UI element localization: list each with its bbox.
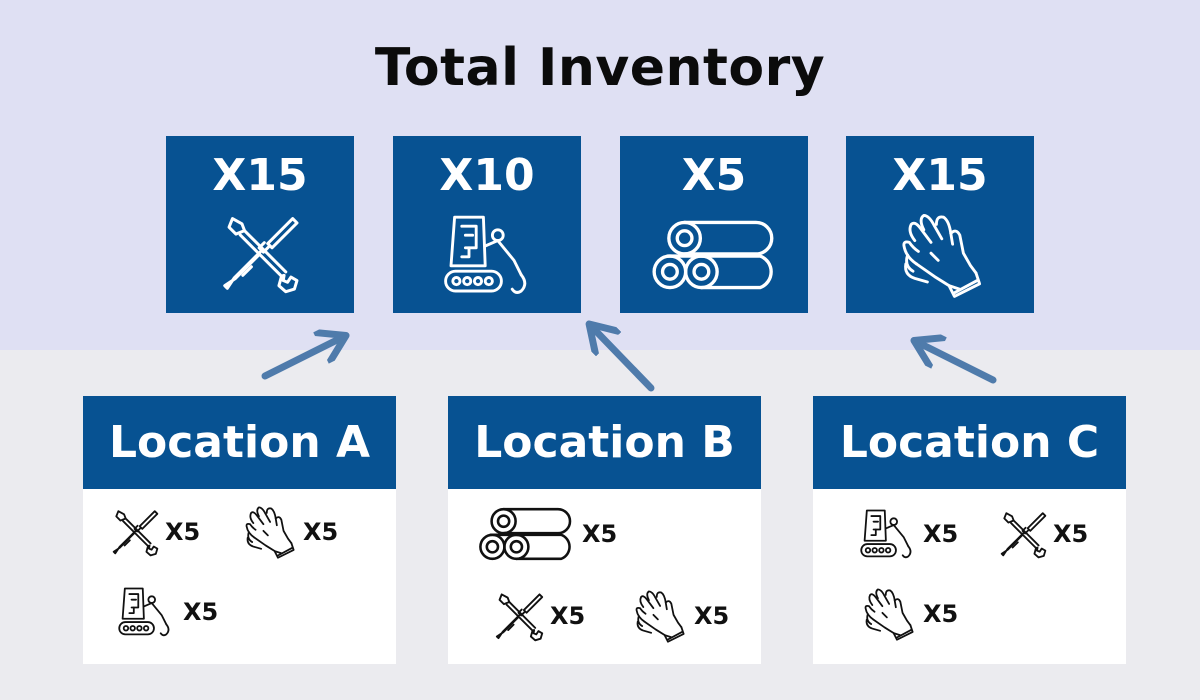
- location-item: X5: [111, 582, 218, 642]
- item-count: X5: [165, 518, 201, 546]
- location-item: X5: [855, 504, 958, 564]
- tools-icon: [997, 508, 1049, 560]
- excavator-icon: [855, 506, 919, 562]
- location-item: X5: [628, 586, 729, 646]
- arrow-b: [593, 328, 655, 392]
- item-count: X5: [694, 602, 730, 630]
- arrow-a: [261, 338, 341, 380]
- total-tile-pipes: X5: [620, 136, 808, 313]
- item-count: X5: [303, 518, 339, 546]
- location-item: X5: [478, 504, 617, 564]
- location-item: X5: [997, 504, 1088, 564]
- item-count: X5: [1053, 520, 1089, 548]
- total-tile-tools: X15: [166, 136, 354, 313]
- page-title: Total Inventory: [374, 38, 826, 98]
- item-count: X5: [582, 520, 618, 548]
- location-item: X5: [492, 586, 585, 646]
- total-count: X15: [892, 150, 988, 201]
- item-count: X5: [550, 602, 586, 630]
- location-item: X5: [857, 584, 958, 644]
- total-tile-gloves: X15: [846, 136, 1034, 313]
- total-count: X10: [439, 150, 535, 201]
- total-count: X15: [212, 150, 308, 201]
- item-count: X5: [183, 598, 219, 626]
- excavator-icon: [111, 584, 179, 640]
- gloves-icon: [857, 586, 919, 642]
- tools-icon: [109, 506, 161, 558]
- location-item: X5: [109, 502, 200, 562]
- location-card-b: Location B X5 X5 X5: [448, 396, 761, 664]
- total-count: X5: [681, 150, 747, 201]
- item-count: X5: [923, 600, 959, 628]
- gloves-icon: [628, 588, 690, 644]
- location-name: Location C: [813, 396, 1126, 489]
- location-card-a: Location A X5 X5 X5: [83, 396, 396, 664]
- location-item: X5: [239, 502, 338, 562]
- location-name: Location A: [83, 396, 396, 489]
- location-name: Location B: [448, 396, 761, 489]
- total-tile-excavator: X10: [393, 136, 581, 313]
- item-count: X5: [923, 520, 959, 548]
- arrow-c: [919, 343, 997, 384]
- tools-icon: [492, 589, 546, 643]
- gloves-icon: [239, 504, 299, 560]
- location-card-c: Location C X5 X5 X5: [813, 396, 1126, 664]
- pipes-icon: [478, 506, 574, 562]
